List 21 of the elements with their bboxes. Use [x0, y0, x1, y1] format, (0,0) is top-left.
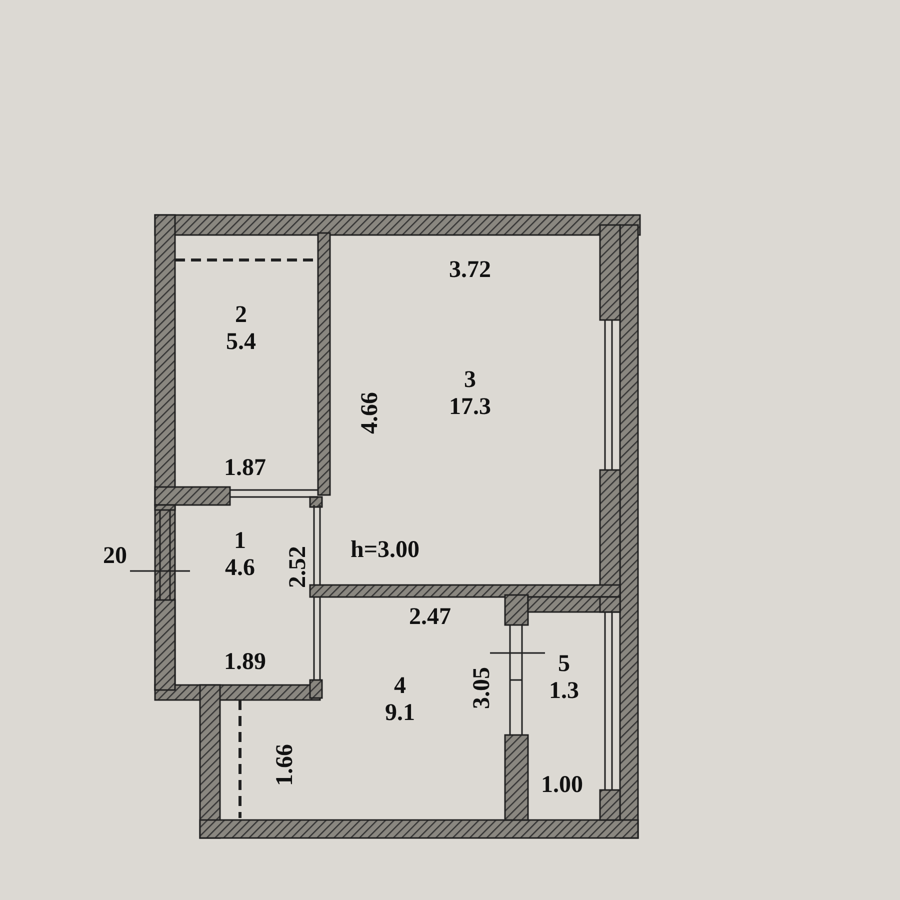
room-number: 1: [234, 528, 246, 555]
dimension-label: 3.72: [449, 257, 491, 283]
dimension-label: 2.47: [409, 604, 451, 630]
room-number: 3: [464, 367, 476, 394]
dimension-label: 3.05: [469, 667, 495, 709]
room-area: 17.3: [449, 394, 491, 421]
room-area: 1.3: [549, 678, 579, 705]
dimension-label: 2.52: [285, 546, 311, 588]
room-number: 5: [558, 651, 570, 678]
room-number: 2: [235, 302, 247, 329]
dimension-label: 4.66: [357, 392, 383, 434]
room-number: 4: [394, 673, 406, 700]
room-area: 4.6: [225, 555, 255, 582]
room-area: 5.4: [226, 329, 256, 356]
ceiling-height-label: h=3.00: [350, 537, 420, 563]
dimension-label: 1.00: [541, 772, 583, 798]
dimension-label: 1.89: [224, 649, 266, 675]
room-area: 9.1: [385, 700, 415, 727]
dimension-label: 1.87: [224, 455, 266, 481]
dimension-label: 1.66: [272, 744, 298, 786]
section-mark: 20: [103, 543, 127, 569]
